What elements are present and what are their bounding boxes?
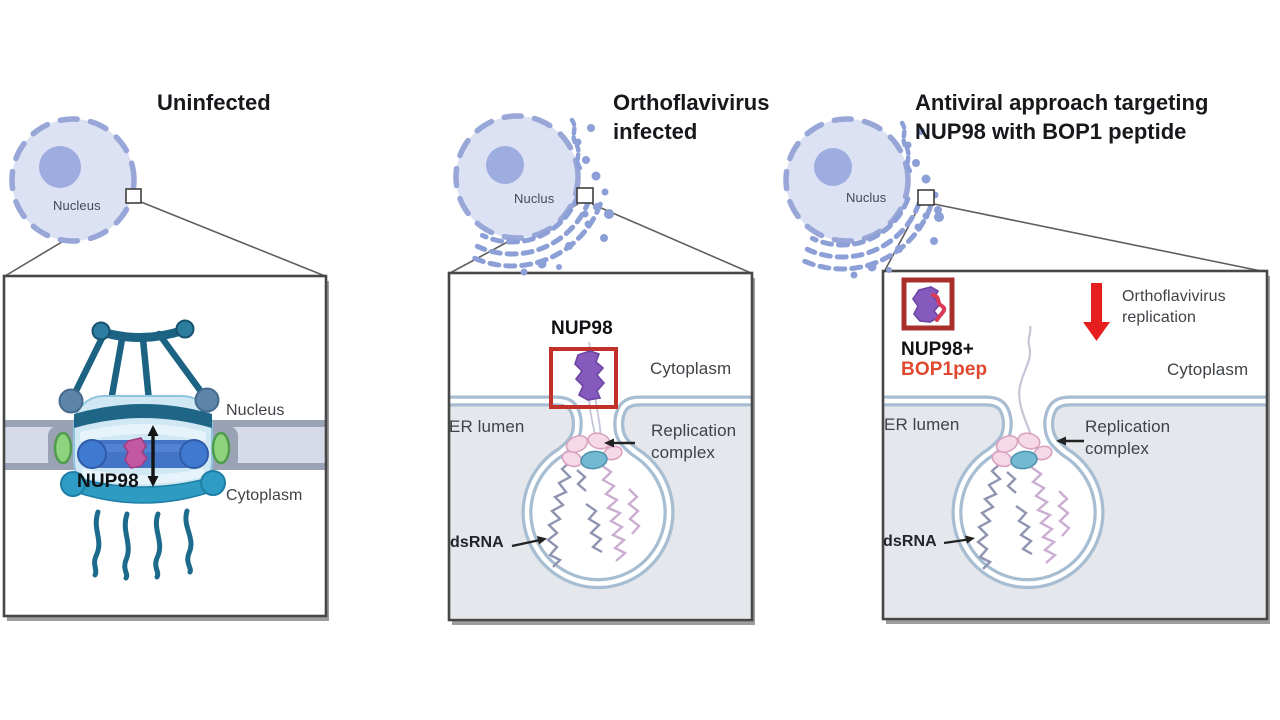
cell-panel3 — [783, 116, 944, 279]
cytoplasmic-filaments — [92, 508, 194, 581]
inset-callout-square — [576, 187, 594, 204]
panel2-inset-art — [450, 341, 751, 618]
npc-body — [58, 387, 226, 504]
panel3-dsrna-label: dsRNA — [883, 533, 937, 550]
panel3-title: Antiviral approach targeting NUP98 with … — [915, 90, 1209, 144]
basket-knob-right — [175, 319, 195, 339]
nup98-highlight-box — [549, 347, 618, 409]
nucleolus — [486, 146, 524, 184]
npc-nuclear-basket — [68, 325, 209, 405]
panel2-nucleus-label: Nuclus — [514, 191, 555, 206]
panel2-dsrna-label: dsRNA — [450, 534, 504, 551]
cell-panel1 — [9, 116, 142, 244]
panel2-er-lumen-label: ER lumen — [449, 417, 525, 436]
bidirectional-transport-arrow-icon — [147, 425, 159, 487]
panel3-cytoplasm-label: Cytoplasm — [1167, 360, 1249, 379]
decrease-arrow-icon — [1083, 283, 1110, 341]
inset-callout-square — [125, 188, 142, 204]
panel1-title: Uninfected — [157, 90, 271, 115]
callout-cone-lines — [4, 201, 1267, 277]
npc-shoulder-left — [58, 388, 84, 414]
channel-protein-right — [211, 431, 231, 465]
panel1-nucleus-side-label: Nucleus — [226, 402, 285, 419]
nucleolus — [39, 146, 81, 188]
basket-knob-left — [91, 321, 111, 341]
panel1-nucleus-label: Nucleus — [53, 198, 101, 213]
panel2-cytoplasm-label: Cytoplasm — [650, 359, 732, 378]
panel3-replication-complex-label: Replication complex — [1085, 417, 1171, 459]
cell-panel2 — [453, 113, 614, 276]
nup98-protein — [123, 437, 148, 469]
panel1-cytoplasm-label: Cytoplasm — [226, 487, 303, 504]
er-lumen-region — [450, 401, 751, 618]
panel3-er-lumen-label: ER lumen — [884, 415, 960, 434]
panel1-inset-art — [5, 319, 325, 581]
panel2-nup98-label: NUP98 — [551, 318, 613, 339]
panel3-inset-art — [884, 277, 1266, 617]
panel3-bop1pep-label: BOP1pep — [901, 359, 988, 380]
panel3-replication-change-label: Orthoflavivirus replication — [1122, 288, 1226, 327]
panel1-nup98-label: NUP98 — [77, 471, 139, 492]
nup98-protein — [574, 350, 606, 401]
bop1-peptide — [931, 293, 947, 322]
panel3-nucleus-label: Nuclus — [846, 190, 887, 205]
nucleolus — [814, 148, 852, 186]
annotation-arrows — [511, 438, 635, 548]
panel2-replication-complex-label: Replication complex — [651, 421, 737, 463]
nup98-protein — [912, 286, 942, 323]
panel2-title: Orthoflavivirus infected — [613, 90, 770, 144]
inset-callout-square — [917, 189, 935, 206]
inset-box-borders — [2, 269, 1269, 622]
npc-shoulder-right — [194, 387, 220, 413]
free-tether — [1018, 325, 1037, 447]
annotation-arrows — [943, 436, 1084, 545]
nup98-bop1-highlight-box — [901, 277, 955, 331]
nucleus — [783, 116, 911, 244]
channel-protein-left — [53, 431, 73, 465]
panel3-nup98-label: NUP98+ — [901, 339, 974, 360]
